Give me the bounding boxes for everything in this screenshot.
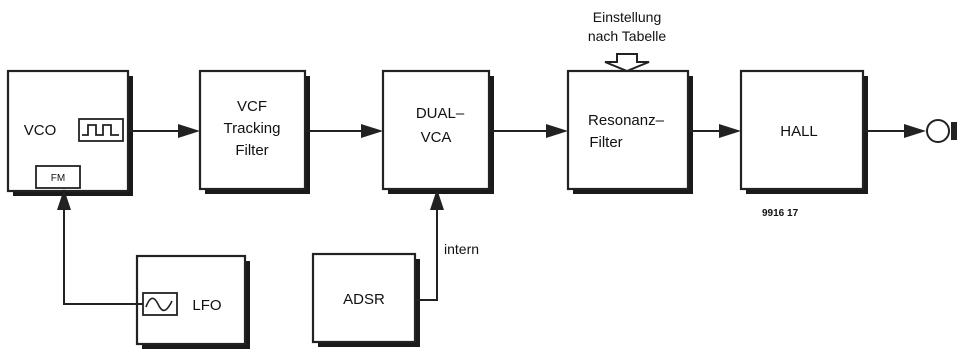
vco-block: VCO FM (6, 69, 130, 193)
square-wave-icon (78, 118, 124, 142)
setting-input-arrow (604, 53, 650, 73)
lfo-block: LFO (135, 254, 247, 346)
vcf-label-line3: Filter (235, 142, 268, 159)
vcf-label-line2: Tracking (224, 120, 281, 137)
figure-code: 9916 17 (762, 208, 799, 219)
einstellung-label-line1: Einstellung (593, 9, 662, 25)
fm-input-box: FM (35, 165, 81, 189)
dual-vca-label-line2: VCA (421, 129, 452, 146)
fm-label: FM (51, 173, 65, 184)
hall-label: HALL (780, 123, 818, 140)
lfo-label: LFO (192, 297, 221, 314)
hall-block: HALL (739, 69, 865, 191)
signal-wires (128, 124, 926, 138)
dual-vca-label-line1: DUAL– (416, 105, 465, 122)
einstellung-label-line2: nach Tabelle (588, 28, 667, 44)
resonanz-label-line2: Filter (589, 134, 622, 151)
resonanz-filter-block: Resonanz– Filter (566, 69, 690, 191)
adsr-block: ADSR (311, 252, 417, 344)
output-jack-icon (926, 119, 957, 143)
vcf-label-line1: VCF (237, 98, 267, 115)
dual-vca-block: DUAL– VCA (381, 69, 491, 191)
intern-label: intern (444, 241, 479, 257)
adsr-label: ADSR (343, 291, 385, 308)
vcf-block: VCF Tracking Filter (198, 69, 307, 191)
vco-label: VCO (24, 122, 57, 139)
resonanz-label-line1: Resonanz– (588, 112, 665, 129)
lfo-to-fm-wire (57, 189, 143, 305)
sine-wave-icon (142, 292, 178, 316)
adsr-to-vca-wire (415, 189, 444, 301)
